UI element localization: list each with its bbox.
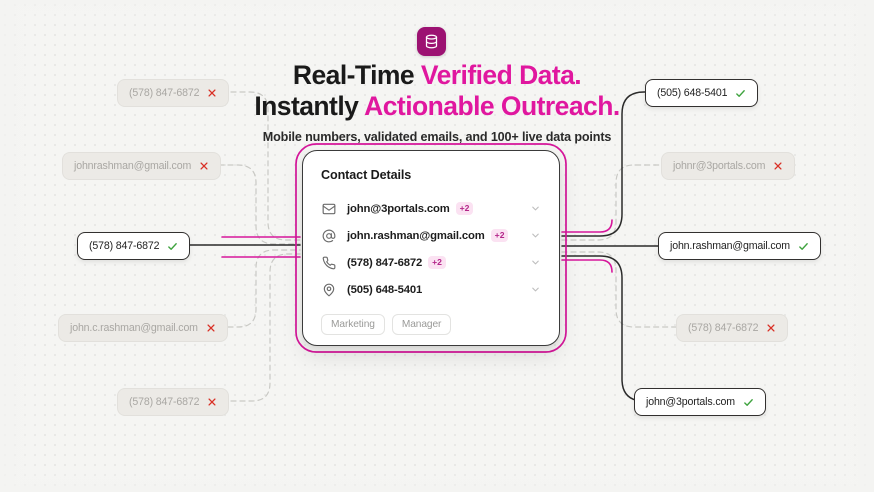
contact-field-badge: +2 bbox=[455, 202, 474, 215]
connector-right-5 bbox=[561, 255, 653, 402]
contact-field-value: (505) 648-5401 bbox=[347, 283, 423, 296]
contact-field-value: john.rashman@gmail.com bbox=[347, 229, 485, 242]
contact-field-phone[interactable]: (578) 847-6872 +2 bbox=[321, 250, 541, 275]
map-pin-icon bbox=[321, 282, 337, 298]
data-chip-right-5[interactable]: john@3portals.com bbox=[634, 388, 766, 416]
data-chip-right-1[interactable]: (505) 648-5401 bbox=[645, 79, 759, 107]
chip-label: (578) 847-6872 bbox=[129, 396, 200, 408]
headline-subtitle: Mobile numbers, validated emails, and 10… bbox=[262, 130, 612, 144]
chip-label: john.c.rashman@gmail.com bbox=[70, 322, 198, 334]
data-chip-left-2[interactable]: johnrashman@gmail.com bbox=[62, 152, 222, 180]
check-icon bbox=[735, 88, 746, 99]
headline-line-1-accent: Verified Data. bbox=[420, 60, 582, 90]
chevron-down-icon[interactable] bbox=[530, 284, 541, 295]
data-chip-right-3[interactable]: john.rashman@gmail.com bbox=[658, 232, 821, 260]
data-chip-left-1[interactable]: (578) 847-6872 bbox=[117, 79, 230, 107]
connector-left-5 bbox=[221, 253, 301, 402]
tag-pill[interactable]: Marketing bbox=[321, 314, 385, 335]
connector-left-2 bbox=[209, 164, 301, 245]
data-chip-left-5[interactable]: (578) 847-6872 bbox=[117, 388, 230, 416]
headline-line-2-plain: Instantly bbox=[254, 91, 365, 121]
tag-pill[interactable]: Manager bbox=[391, 314, 452, 335]
chip-label: (578) 847-6872 bbox=[688, 322, 759, 334]
contact-field-value: (578) 847-6872 bbox=[347, 256, 423, 269]
contact-field-alt-email[interactable]: john.rashman@gmail.com +2 bbox=[321, 223, 541, 248]
contact-details-card: Contact Details john@3portals.com +2 bbox=[302, 150, 560, 346]
contact-field-badge: +2 bbox=[428, 256, 446, 269]
chip-label: johnrashman@gmail.com bbox=[74, 160, 192, 172]
x-icon bbox=[199, 161, 209, 171]
accent-stub-right-upper bbox=[561, 219, 613, 233]
x-icon bbox=[207, 88, 217, 98]
chevron-down-icon[interactable] bbox=[530, 203, 541, 214]
database-icon bbox=[424, 34, 439, 49]
headline-line-1-plain: Real-Time bbox=[292, 60, 421, 90]
chip-label: (578) 847-6872 bbox=[89, 240, 160, 252]
check-icon bbox=[743, 397, 754, 408]
data-chip-left-3[interactable]: (578) 847-6872 bbox=[77, 232, 191, 260]
chevron-down-icon[interactable] bbox=[530, 257, 541, 268]
headline-line-2-accent: Actionable Outreach. bbox=[364, 91, 620, 121]
data-chip-right-4[interactable]: (578) 847-6872 bbox=[676, 314, 789, 342]
contact-field-location[interactable]: (505) 648-5401 bbox=[321, 277, 541, 302]
connector-right-2 bbox=[561, 164, 663, 241]
check-icon bbox=[798, 241, 809, 252]
x-icon bbox=[773, 161, 783, 171]
accent-stub-right-lower bbox=[561, 259, 613, 273]
chip-label: johnr@3portals.com bbox=[673, 160, 766, 172]
connector-right-4 bbox=[561, 251, 677, 328]
x-icon bbox=[207, 397, 217, 407]
x-icon bbox=[206, 323, 216, 333]
check-icon bbox=[167, 241, 178, 252]
brand-badge bbox=[417, 27, 446, 56]
data-chip-left-4[interactable]: john.c.rashman@gmail.com bbox=[58, 314, 228, 342]
card-title: Contact Details bbox=[321, 168, 412, 182]
tag-row: Marketing Manager bbox=[321, 314, 541, 335]
contact-field-value: john@3portals.com bbox=[347, 202, 450, 215]
chip-label: (578) 847-6872 bbox=[129, 87, 200, 99]
phone-icon bbox=[321, 255, 337, 271]
chevron-down-icon[interactable] bbox=[530, 230, 541, 241]
x-icon bbox=[766, 323, 776, 333]
contact-field-badge: +2 bbox=[490, 229, 509, 242]
chip-label: (505) 648-5401 bbox=[657, 87, 728, 99]
data-chip-right-2[interactable]: johnr@3portals.com bbox=[661, 152, 796, 180]
at-sign-icon bbox=[321, 228, 337, 244]
contact-field-email[interactable]: john@3portals.com +2 bbox=[321, 196, 541, 221]
chip-label: john@3portals.com bbox=[646, 396, 735, 408]
envelope-icon bbox=[321, 201, 337, 217]
chip-label: john.rashman@gmail.com bbox=[670, 240, 790, 252]
